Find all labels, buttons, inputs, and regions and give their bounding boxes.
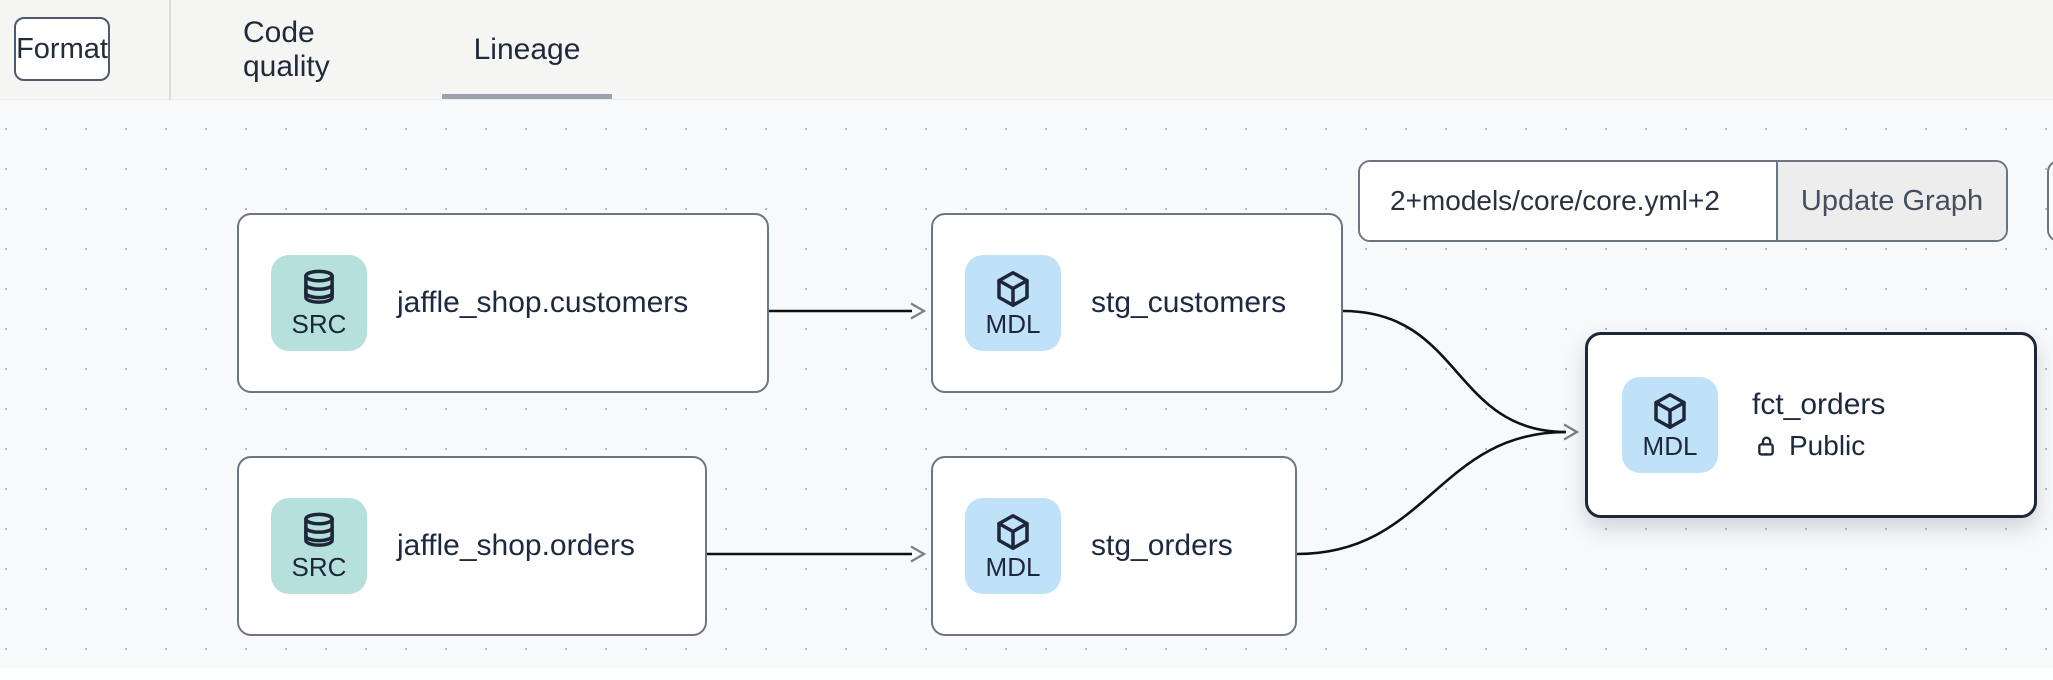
node-label: stg_orders bbox=[1091, 529, 1233, 562]
node-fct-orders[interactable]: MDL fct_orders Public bbox=[1585, 332, 2037, 518]
bottom-strip bbox=[0, 668, 2053, 680]
node-stg-customers[interactable]: MDL stg_customers bbox=[931, 213, 1343, 393]
lineage-edges bbox=[707, 302, 1580, 563]
node-label: jaffle_shop.orders bbox=[397, 529, 635, 562]
arrowhead-icon bbox=[910, 302, 927, 320]
model-badge: MDL bbox=[965, 498, 1061, 594]
arrowhead-icon bbox=[1563, 423, 1580, 441]
source-badge: SRC bbox=[271, 255, 367, 351]
arrowhead-icon bbox=[910, 545, 927, 563]
active-tab-indicator bbox=[442, 94, 612, 99]
tab-lineage[interactable]: Lineage bbox=[473, 33, 581, 66]
tab-code-quality[interactable]: Code quality bbox=[243, 16, 330, 83]
topbar-divider bbox=[169, 0, 171, 100]
update-graph-button[interactable]: Update Graph bbox=[1776, 162, 2006, 240]
cube-icon bbox=[997, 513, 1029, 550]
top-bar: Format Code quality Lineage bbox=[0, 0, 2053, 100]
badge-label: MDL bbox=[1642, 430, 1698, 461]
badge-label: MDL bbox=[985, 551, 1041, 582]
lineage-canvas[interactable]: SRC jaffle_shop.customers MDL stg_custom… bbox=[0, 100, 2053, 680]
cube-icon bbox=[1654, 392, 1686, 429]
node-stg-orders[interactable]: MDL stg_orders bbox=[931, 456, 1297, 636]
node-label: fct_orders bbox=[1752, 388, 1886, 421]
badge-label: SRC bbox=[291, 308, 347, 339]
model-badge: MDL bbox=[1622, 377, 1718, 473]
node-jaffle-shop-orders[interactable]: SRC jaffle_shop.orders bbox=[237, 456, 707, 636]
database-icon bbox=[304, 269, 334, 304]
source-badge: SRC bbox=[271, 498, 367, 594]
format-button[interactable]: Format bbox=[14, 17, 110, 81]
node-selector-input[interactable] bbox=[1360, 162, 1776, 240]
node-label: stg_customers bbox=[1091, 286, 1287, 319]
badge-label: MDL bbox=[985, 308, 1041, 339]
node-jaffle-shop-customers[interactable]: SRC jaffle_shop.customers bbox=[237, 213, 769, 393]
graph-controls: Update Graph bbox=[1358, 160, 2008, 242]
access-label: Public bbox=[1789, 430, 1866, 461]
unlock-icon bbox=[1758, 436, 1774, 456]
edge-stg-orders-to-fct bbox=[1296, 430, 1567, 556]
badge-label: SRC bbox=[291, 551, 347, 582]
model-badge: MDL bbox=[965, 255, 1061, 351]
access-row: Public bbox=[1752, 430, 1885, 462]
edge-stg-customers-to-fct bbox=[1342, 309, 1567, 434]
database-icon bbox=[304, 512, 334, 547]
node-label: jaffle_shop.customers bbox=[397, 286, 689, 319]
node-text: fct_orders Public bbox=[1752, 388, 1885, 462]
clipped-edge-button[interactable] bbox=[2047, 160, 2053, 242]
cube-icon bbox=[997, 270, 1029, 307]
